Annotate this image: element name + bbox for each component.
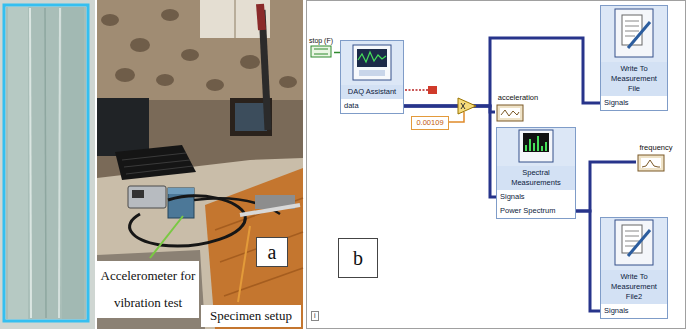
setup-photo-part: [279, 76, 297, 88]
photo-label-box: Specimen setup: [201, 305, 301, 327]
setup-photo-part: [132, 190, 144, 198]
data-wire: [576, 211, 600, 311]
setup-photo: [97, 0, 303, 329]
labview-panel-part: [311, 46, 331, 57]
setup-photo-part: [122, 153, 193, 174]
setup-photo-part: [115, 68, 135, 82]
leader-line: [150, 216, 183, 258]
setup-photo-part: [97, 158, 303, 329]
specimen-photo-part: [8, 7, 28, 319]
function-block: Spectral MeasurementsSignalsPower Spectr…: [496, 127, 576, 219]
setup-photo-part: [168, 188, 194, 194]
setup-photo-part: [97, 0, 303, 329]
function-block: Write To Measurement File2Signals: [600, 217, 668, 319]
node-text: stop (F): [308, 36, 334, 45]
setup-photo-part: [115, 145, 196, 180]
graph-indicator: acceleration: [495, 93, 541, 122]
labview-panel-part: [638, 155, 664, 171]
specimen-photo-part: [59, 8, 60, 318]
constant-wire-part: [449, 112, 464, 122]
labview-panel-part: [314, 49, 328, 54]
multiply-symbol: [458, 98, 476, 114]
specimen-photo-part: [6, 7, 86, 319]
setup-photo-part: [130, 196, 246, 246]
photo-label-box: Accelerometer for vibration test: [97, 261, 199, 318]
node-text: Accelerometer for vibration test: [99, 262, 197, 317]
multiply-symbol-part: [461, 103, 465, 109]
setup-photo-part: [97, 98, 149, 156]
labview-panel-part: [500, 108, 520, 118]
graph-indicator: frequency: [636, 143, 676, 172]
leader-line: [238, 226, 250, 302]
labview-panel-part: [501, 110, 519, 116]
data-wire: [576, 162, 636, 211]
specimen-photo-part: [30, 8, 31, 318]
terminal-label: Power Spectrum: [497, 204, 575, 218]
labview-panel-part: [642, 160, 660, 167]
block-title: Write To Measurement File2: [601, 270, 667, 304]
labview-panel-part: [307, 1, 686, 329]
labview-panel: [307, 1, 686, 329]
multiply-symbol-part: [458, 98, 476, 114]
node-text: 0.00109: [414, 118, 446, 128]
setup-photo-part: [101, 14, 119, 26]
function-block: Write To Measurement FileSignals: [600, 5, 668, 111]
terminal-label: Signals: [497, 190, 575, 204]
labview-panel-part: [641, 158, 661, 168]
function-block: DAQ Assistantdata: [340, 40, 404, 114]
setup-photo-part: [200, 0, 270, 38]
block-title: DAQ Assistant: [341, 85, 403, 99]
setup-photo-part: [130, 38, 150, 52]
info-icon-label: i: [311, 311, 319, 321]
terminal-label: Signals: [601, 304, 667, 318]
labview-panel-part: [497, 105, 523, 121]
setup-photo-part: [240, 205, 300, 215]
panel-letter-box: b: [338, 238, 378, 278]
block-title: Spectral Measurements: [497, 166, 575, 190]
setup-photo-part: [156, 74, 174, 86]
specimen-photo-part: [62, 7, 84, 319]
node-text: Specimen setup: [204, 306, 298, 326]
control-terminal: stop (F): [308, 36, 334, 59]
setup-photo-part: [97, 0, 303, 100]
node-text: frequency: [636, 143, 676, 153]
setup-photo-part: [240, 55, 260, 69]
numeric-constant: 0.00109: [411, 116, 449, 130]
terminal-label: Signals: [601, 96, 667, 110]
specimen-photo-part: [45, 8, 46, 318]
data-wire: [404, 38, 600, 106]
setup-photo-part: [260, 4, 262, 30]
setup-photo-part: [161, 9, 179, 21]
setup-photo-part: [128, 186, 166, 208]
specimen-photo: [0, 0, 95, 329]
node-text: acceleration: [495, 93, 541, 103]
terminal-label: data: [341, 99, 403, 113]
panel-letter-box: a: [256, 237, 288, 267]
node-text: b: [339, 239, 377, 277]
constant-wire: [449, 112, 464, 122]
setup-photo-part: [235, 103, 267, 131]
setup-photo-part: [97, 250, 205, 329]
block-title: Write To Measurement File: [601, 62, 667, 96]
labview-panel-part: [428, 86, 437, 94]
node-text: a: [257, 238, 287, 266]
setup-photo-part: [215, 198, 303, 296]
setup-photo-part: [234, 0, 236, 38]
specimen-photo-part: [4, 5, 88, 321]
setup-photo-part: [181, 49, 199, 61]
setup-photo-part: [206, 79, 224, 91]
setup-photo-part: [168, 188, 194, 218]
data-wire: [404, 106, 496, 197]
labview-panel-part: [405, 89, 428, 91]
specimen-photo-part: [0, 0, 95, 329]
